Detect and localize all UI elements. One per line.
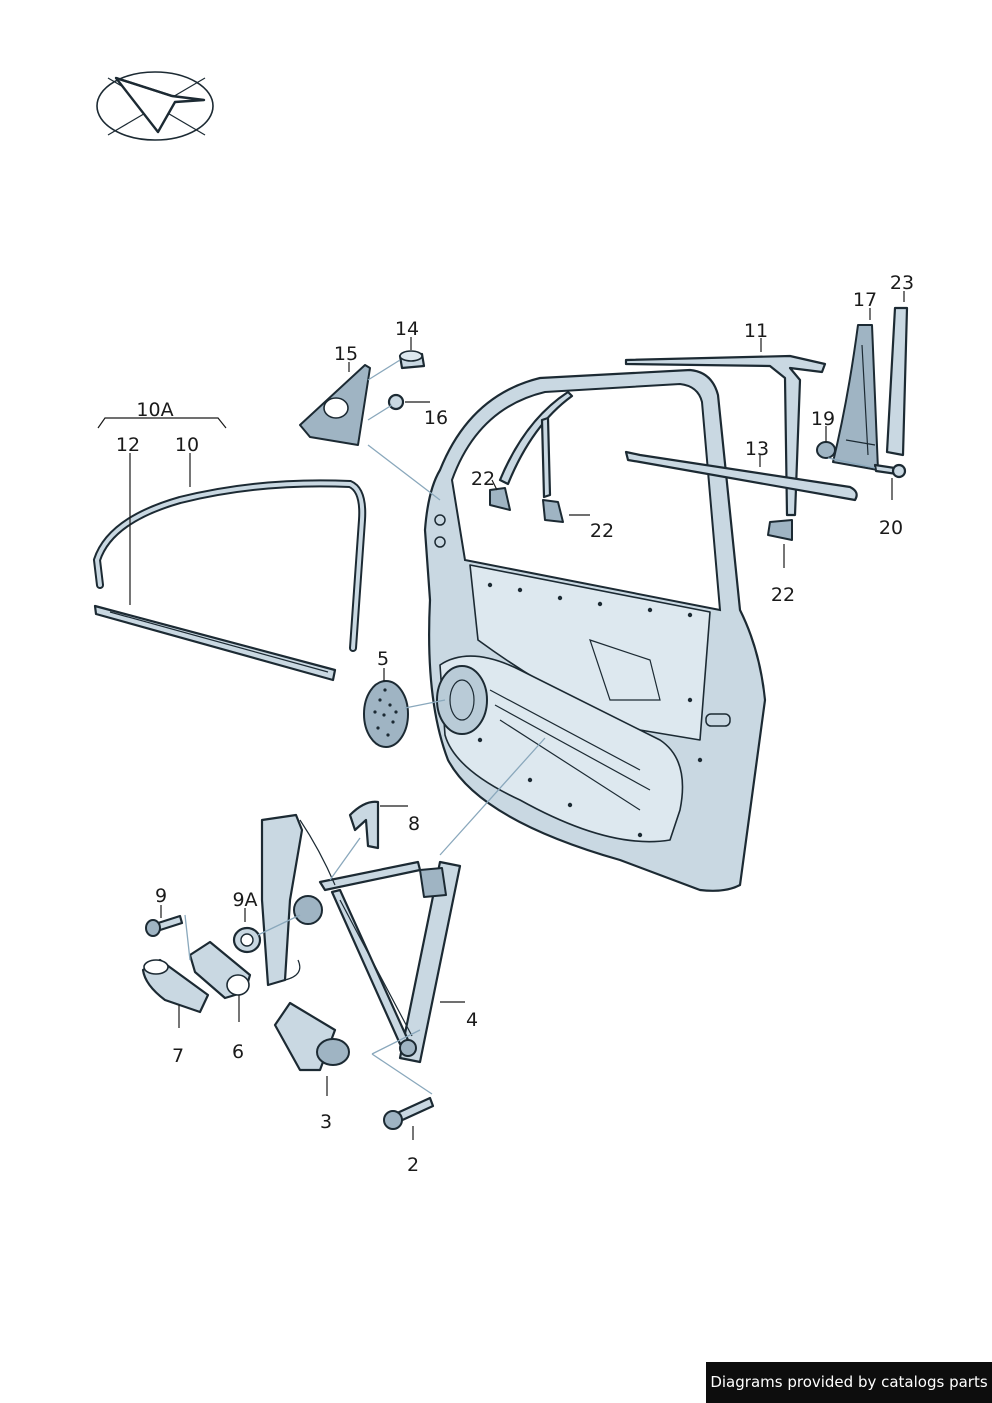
speaker-cover-5 — [363, 680, 409, 748]
callout-20: 20 — [879, 517, 903, 539]
b-pillar-trim-17 — [832, 324, 879, 471]
callout-9: 9 — [155, 885, 167, 907]
callout-9a: 9A — [232, 889, 257, 911]
callout-22-middle: 22 — [590, 520, 614, 542]
callout-19: 19 — [811, 408, 835, 430]
callout-23: 23 — [890, 272, 914, 294]
window-guide-rails — [489, 390, 793, 541]
window-regulator-4 — [260, 813, 462, 1064]
bushing-9a — [232, 926, 262, 954]
motor-3 — [273, 1001, 350, 1072]
callout-10a: 10A — [136, 399, 173, 421]
callout-5: 5 — [377, 648, 389, 670]
outer-window-strip-13 — [624, 450, 858, 502]
cap-14 — [398, 350, 426, 370]
inner-strip-12 — [93, 604, 337, 682]
callout-7: 7 — [172, 1045, 184, 1067]
pillar-seal-23 — [885, 306, 909, 457]
callout-labels: 10A 12 10 11 17 23 19 13 20 22 22 22 14 … — [116, 272, 914, 1176]
bolt-2 — [383, 1096, 435, 1130]
paper-plane-in-ellipse-icon — [96, 71, 214, 141]
arm-6 — [188, 940, 252, 1000]
callout-13: 13 — [745, 438, 769, 460]
callout-3: 3 — [320, 1111, 332, 1133]
callout-10: 10 — [175, 434, 199, 456]
mirror-triangle-15 — [299, 364, 371, 446]
cover-7 — [141, 958, 210, 1014]
cable-bracket-8 — [348, 800, 380, 850]
callout-22-left: 22 — [471, 468, 495, 490]
callout-4: 4 — [466, 1009, 478, 1031]
bolt-9 — [145, 914, 184, 937]
leader-lines — [97, 291, 905, 1140]
callout-11: 11 — [744, 320, 768, 342]
callout-6: 6 — [232, 1041, 244, 1063]
callout-8: 8 — [408, 813, 420, 835]
callout-12: 12 — [116, 434, 140, 456]
clip-19 — [816, 441, 836, 459]
callout-14: 14 — [395, 318, 419, 340]
door-shell — [423, 368, 767, 892]
connection-lines — [184, 359, 876, 1095]
frame-seal-11 — [624, 354, 827, 517]
window-seal-10 — [92, 479, 367, 652]
callout-16: 16 — [424, 407, 448, 429]
screw-20 — [873, 463, 907, 479]
callout-17: 17 — [853, 289, 877, 311]
callout-2: 2 — [407, 1154, 419, 1176]
credit-banner: Diagrams provided by catalogs parts — [706, 1362, 992, 1403]
nut-16 — [387, 393, 405, 411]
callout-15: 15 — [334, 343, 358, 365]
callout-22-right: 22 — [771, 584, 795, 606]
